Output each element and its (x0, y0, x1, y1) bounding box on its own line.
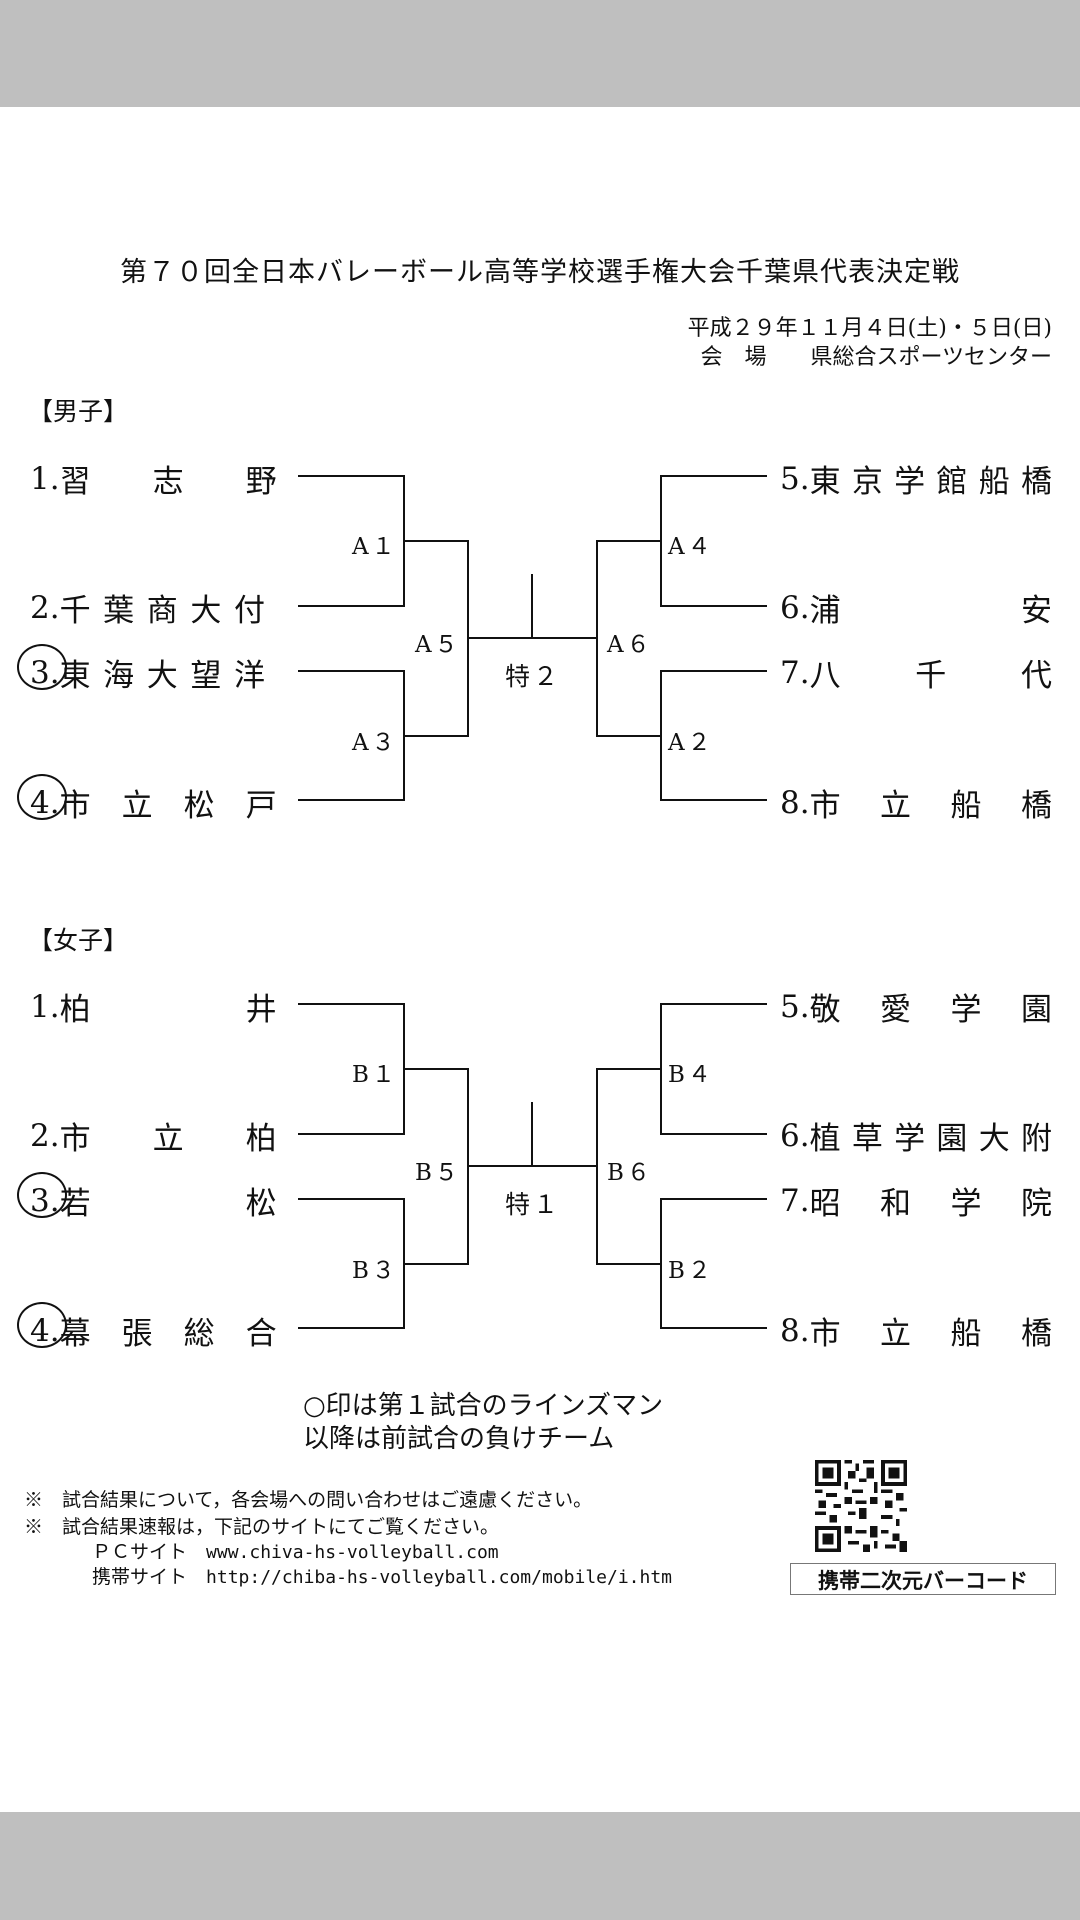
men-team-1: 1.習 志 野 (30, 456, 277, 501)
match-label: B３ (352, 1258, 398, 1284)
match-label: B５ (415, 1160, 461, 1186)
women-heading: 【女子】 (28, 926, 129, 955)
women-team-2: 2.市 立 柏 (30, 1113, 277, 1158)
men-team-5: 5.東京学館船橋 (780, 456, 1052, 501)
team-name: 市 立 柏 (59, 1121, 277, 1157)
women-team-8: 8.市 立 船 橋 (780, 1308, 1052, 1353)
bracket-line (298, 670, 405, 801)
team-number: 5. (780, 988, 810, 1025)
team-name: 植草学園大附 (809, 1121, 1052, 1157)
bracket-line (298, 475, 405, 607)
team-name: 敬 愛 学 園 (809, 992, 1052, 1028)
team-name: 市 立 船 橋 (809, 1316, 1052, 1352)
bottom-gray-bar (0, 1812, 1080, 1920)
top-gray-bar (0, 0, 1080, 107)
match-label: A３ (352, 730, 398, 756)
team-number: 7. (780, 654, 810, 691)
event-date: 平成２９年１１月４日(土)・５日(日) (687, 316, 1052, 341)
match-label: B６ (607, 1160, 653, 1186)
match-label: A６ (607, 632, 653, 658)
pc-site-link[interactable]: www.chiva-hs-volleyball.com (206, 1542, 499, 1563)
final-match-label: 特２ (505, 662, 562, 691)
women-team-3: 3.若 松 (17, 1172, 277, 1223)
bracket-line (298, 1003, 405, 1135)
qr-code-icon (815, 1460, 907, 1552)
team-name: 東京学館船橋 (809, 464, 1052, 500)
bracket-lines (298, 475, 767, 1329)
match-label: A４ (668, 534, 714, 560)
team-number: 6. (780, 1117, 810, 1154)
pc-site-row: ＰＣサイト www.chiva-hs-volleyball.com (92, 1537, 499, 1564)
linesman-circle-icon (17, 644, 67, 690)
bracket-line (660, 670, 767, 801)
bracket-line (596, 1068, 661, 1265)
page-title: 第７０回全日本バレーボール高等学校選手権大会千葉県代表決定戦 (120, 257, 960, 288)
match-label: A１ (352, 534, 398, 560)
match-label: B１ (352, 1062, 398, 1088)
men-team-6: 6.浦 安 (780, 585, 1052, 630)
document-page: 第７０回全日本バレーボール高等学校選手権大会千葉県代表決定戦 平成２９年１１月４… (0, 107, 1080, 1812)
bracket-line (298, 1198, 405, 1329)
women-team-1: 1.柏 井 (30, 984, 277, 1029)
linesman-circle-icon (17, 774, 67, 820)
team-number: 8. (780, 784, 810, 821)
men-team-7: 7.八 千 代 (780, 650, 1052, 695)
match-label: B４ (668, 1062, 714, 1088)
bracket-line (404, 540, 469, 737)
women-team-4: 4.幕 張 総 合 (17, 1302, 277, 1353)
linesman-circle-icon (17, 1302, 67, 1348)
bracket-line (596, 540, 661, 737)
team-number: 2. (30, 589, 60, 626)
linesman-note-2: 以降は前試合の負けチーム (303, 1424, 615, 1454)
team-name: 柏 井 (59, 992, 277, 1028)
team-name: 市 立 松 戸 (59, 788, 277, 824)
women-team-5: 5.敬 愛 学 園 (780, 984, 1052, 1029)
mobile-site-link[interactable]: http://chiba-hs-volleyball.com/mobile/i.… (206, 1567, 673, 1588)
men-team-8: 8.市 立 船 橋 (780, 780, 1052, 825)
match-label: A２ (668, 730, 714, 756)
men-team-4: 4.市 立 松 戸 (17, 774, 277, 825)
team-name: 幕 張 総 合 (59, 1316, 277, 1352)
team-number: 1. (30, 460, 60, 497)
team-name: 若 松 (59, 1186, 277, 1222)
team-number: 6. (780, 589, 810, 626)
women-team-6: 6.植草学園大附 (780, 1113, 1052, 1158)
bracket-line (660, 475, 767, 607)
men-team-2: 2.千 葉 商 大 付 (30, 585, 265, 630)
qr-code-label: 携帯二次元バーコード (790, 1563, 1056, 1595)
linesman-note: ○印は第１試合のラインズマン (303, 1391, 664, 1421)
pc-site-label: ＰＣサイト (92, 1541, 188, 1563)
team-name: 習 志 野 (59, 464, 277, 500)
men-team-3: 3.東 海 大 望 洋 (17, 644, 265, 695)
match-label: A５ (415, 632, 461, 658)
match-label: B２ (668, 1258, 714, 1284)
team-name: 八 千 代 (809, 658, 1052, 694)
linesman-circle-icon (17, 1172, 67, 1218)
team-name: 千 葉 商 大 付 (59, 593, 265, 629)
bracket-line (660, 1003, 767, 1135)
team-name: 浦 安 (809, 593, 1052, 629)
women-bracket (298, 1003, 767, 1329)
team-number: 2. (30, 1117, 60, 1154)
mobile-site-row: 携帯サイト http://chiba-hs-volleyball.com/mob… (92, 1562, 672, 1589)
team-number: 8. (780, 1312, 810, 1349)
event-venue: 会 場 県総合スポーツセンター (700, 345, 1052, 370)
men-bracket (298, 475, 767, 801)
team-name: 市 立 船 橋 (809, 788, 1052, 824)
mobile-site-label: 携帯サイト (92, 1566, 188, 1588)
team-number: 5. (780, 460, 810, 497)
footer-note-1: ※ 試合結果について，各会場への問い合わせはご遠慮ください。 (24, 1489, 593, 1511)
team-name: 昭 和 学 院 (809, 1186, 1052, 1222)
bracket-line (404, 1068, 469, 1265)
bracket-line (660, 1198, 767, 1329)
team-name: 東 海 大 望 洋 (59, 658, 265, 694)
team-number: 1. (30, 988, 60, 1025)
men-heading: 【男子】 (28, 397, 129, 426)
footer-note-2: ※ 試合結果速報は，下記のサイトにてご覧ください。 (24, 1516, 500, 1538)
women-team-7: 7.昭 和 学 院 (780, 1178, 1052, 1223)
team-number: 7. (780, 1182, 810, 1219)
final-match-label: 特１ (505, 1190, 562, 1219)
